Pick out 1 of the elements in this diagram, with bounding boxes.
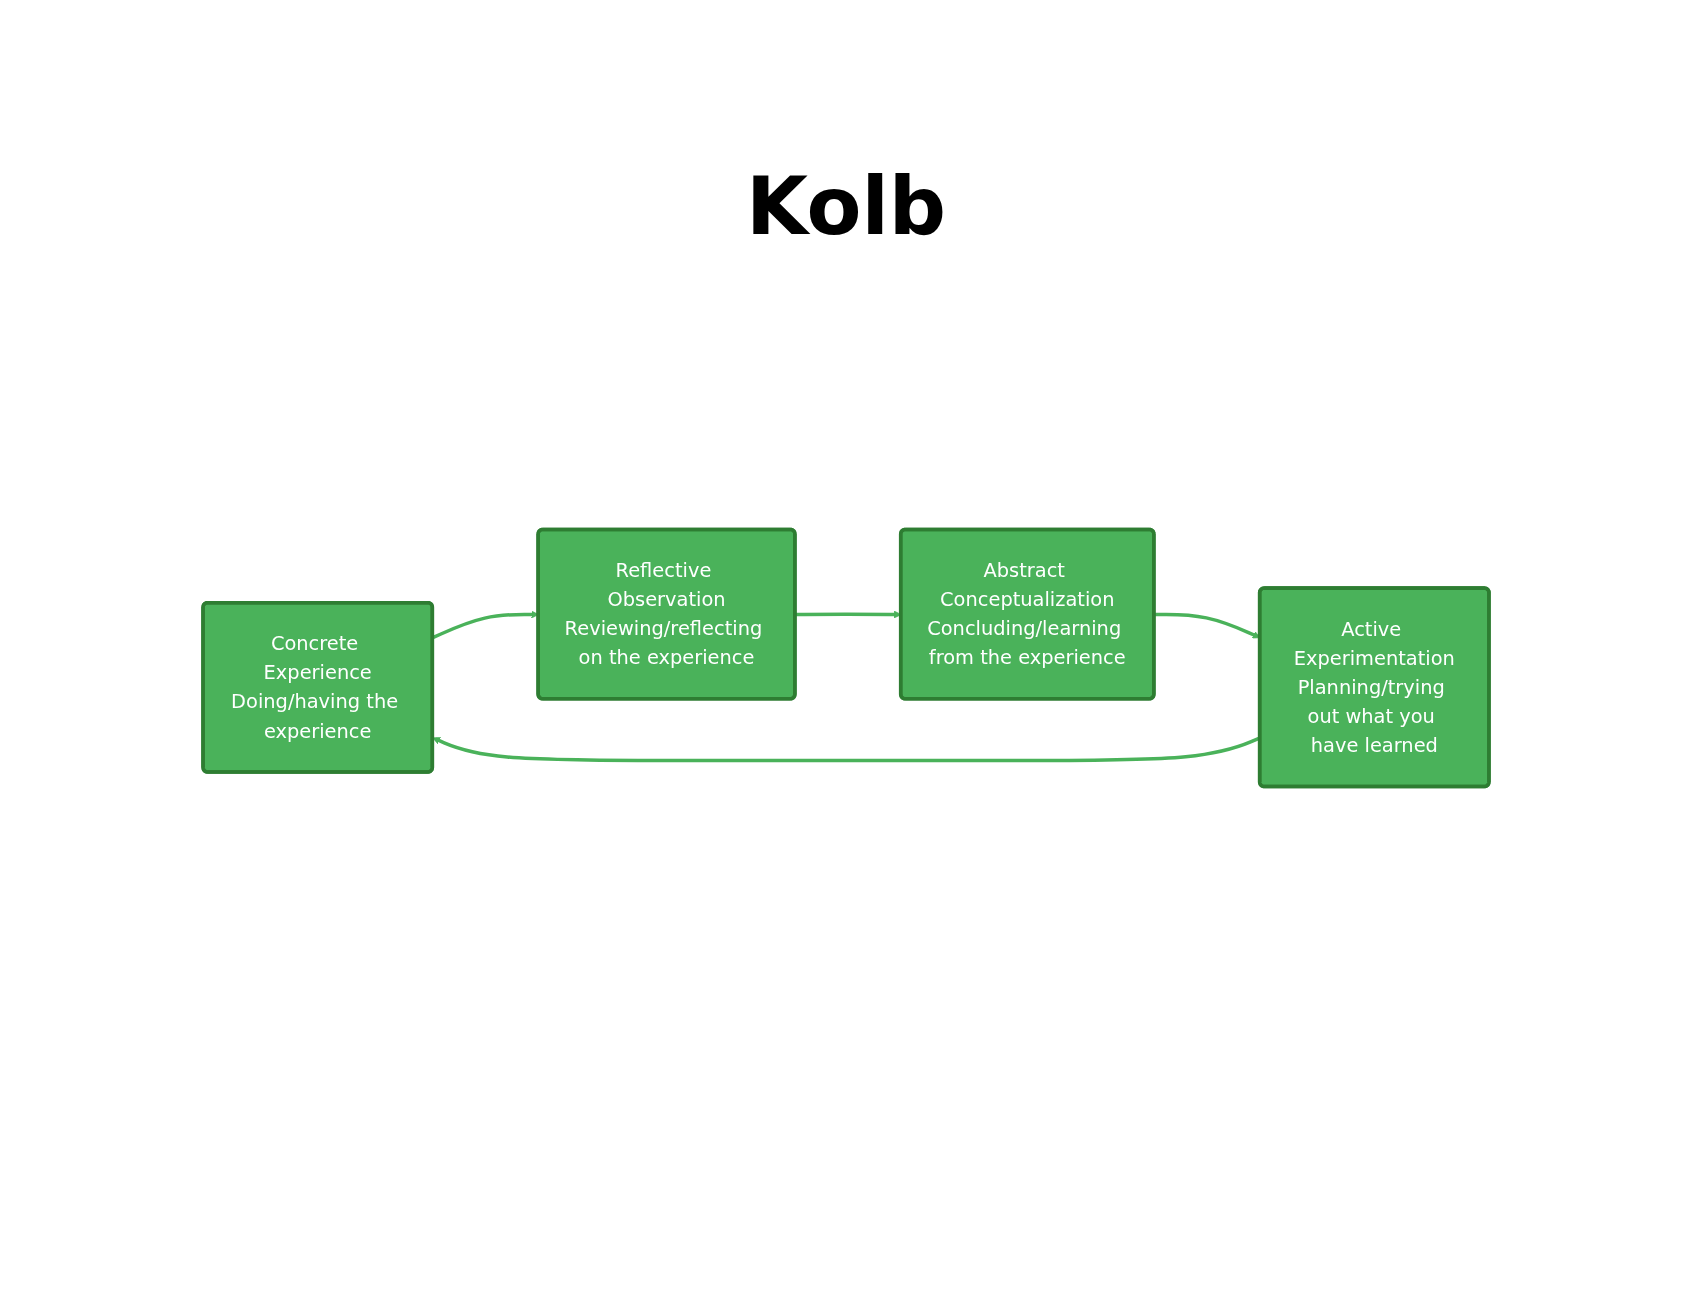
center-title: Kolb: [745, 160, 947, 253]
